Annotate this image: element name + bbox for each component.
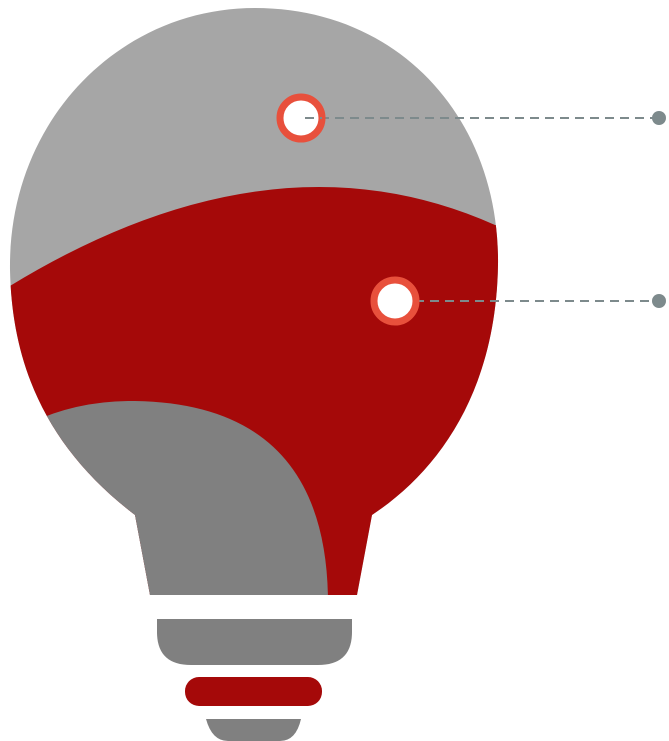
screw-band-bottom — [206, 719, 301, 741]
callout-2-end-dot — [652, 294, 666, 308]
callout-2-marker — [374, 280, 416, 322]
screw-band-top — [157, 619, 352, 665]
screw-band-middle — [185, 677, 322, 706]
callout-1-end-dot — [652, 111, 666, 125]
callout-1-marker — [280, 97, 322, 139]
